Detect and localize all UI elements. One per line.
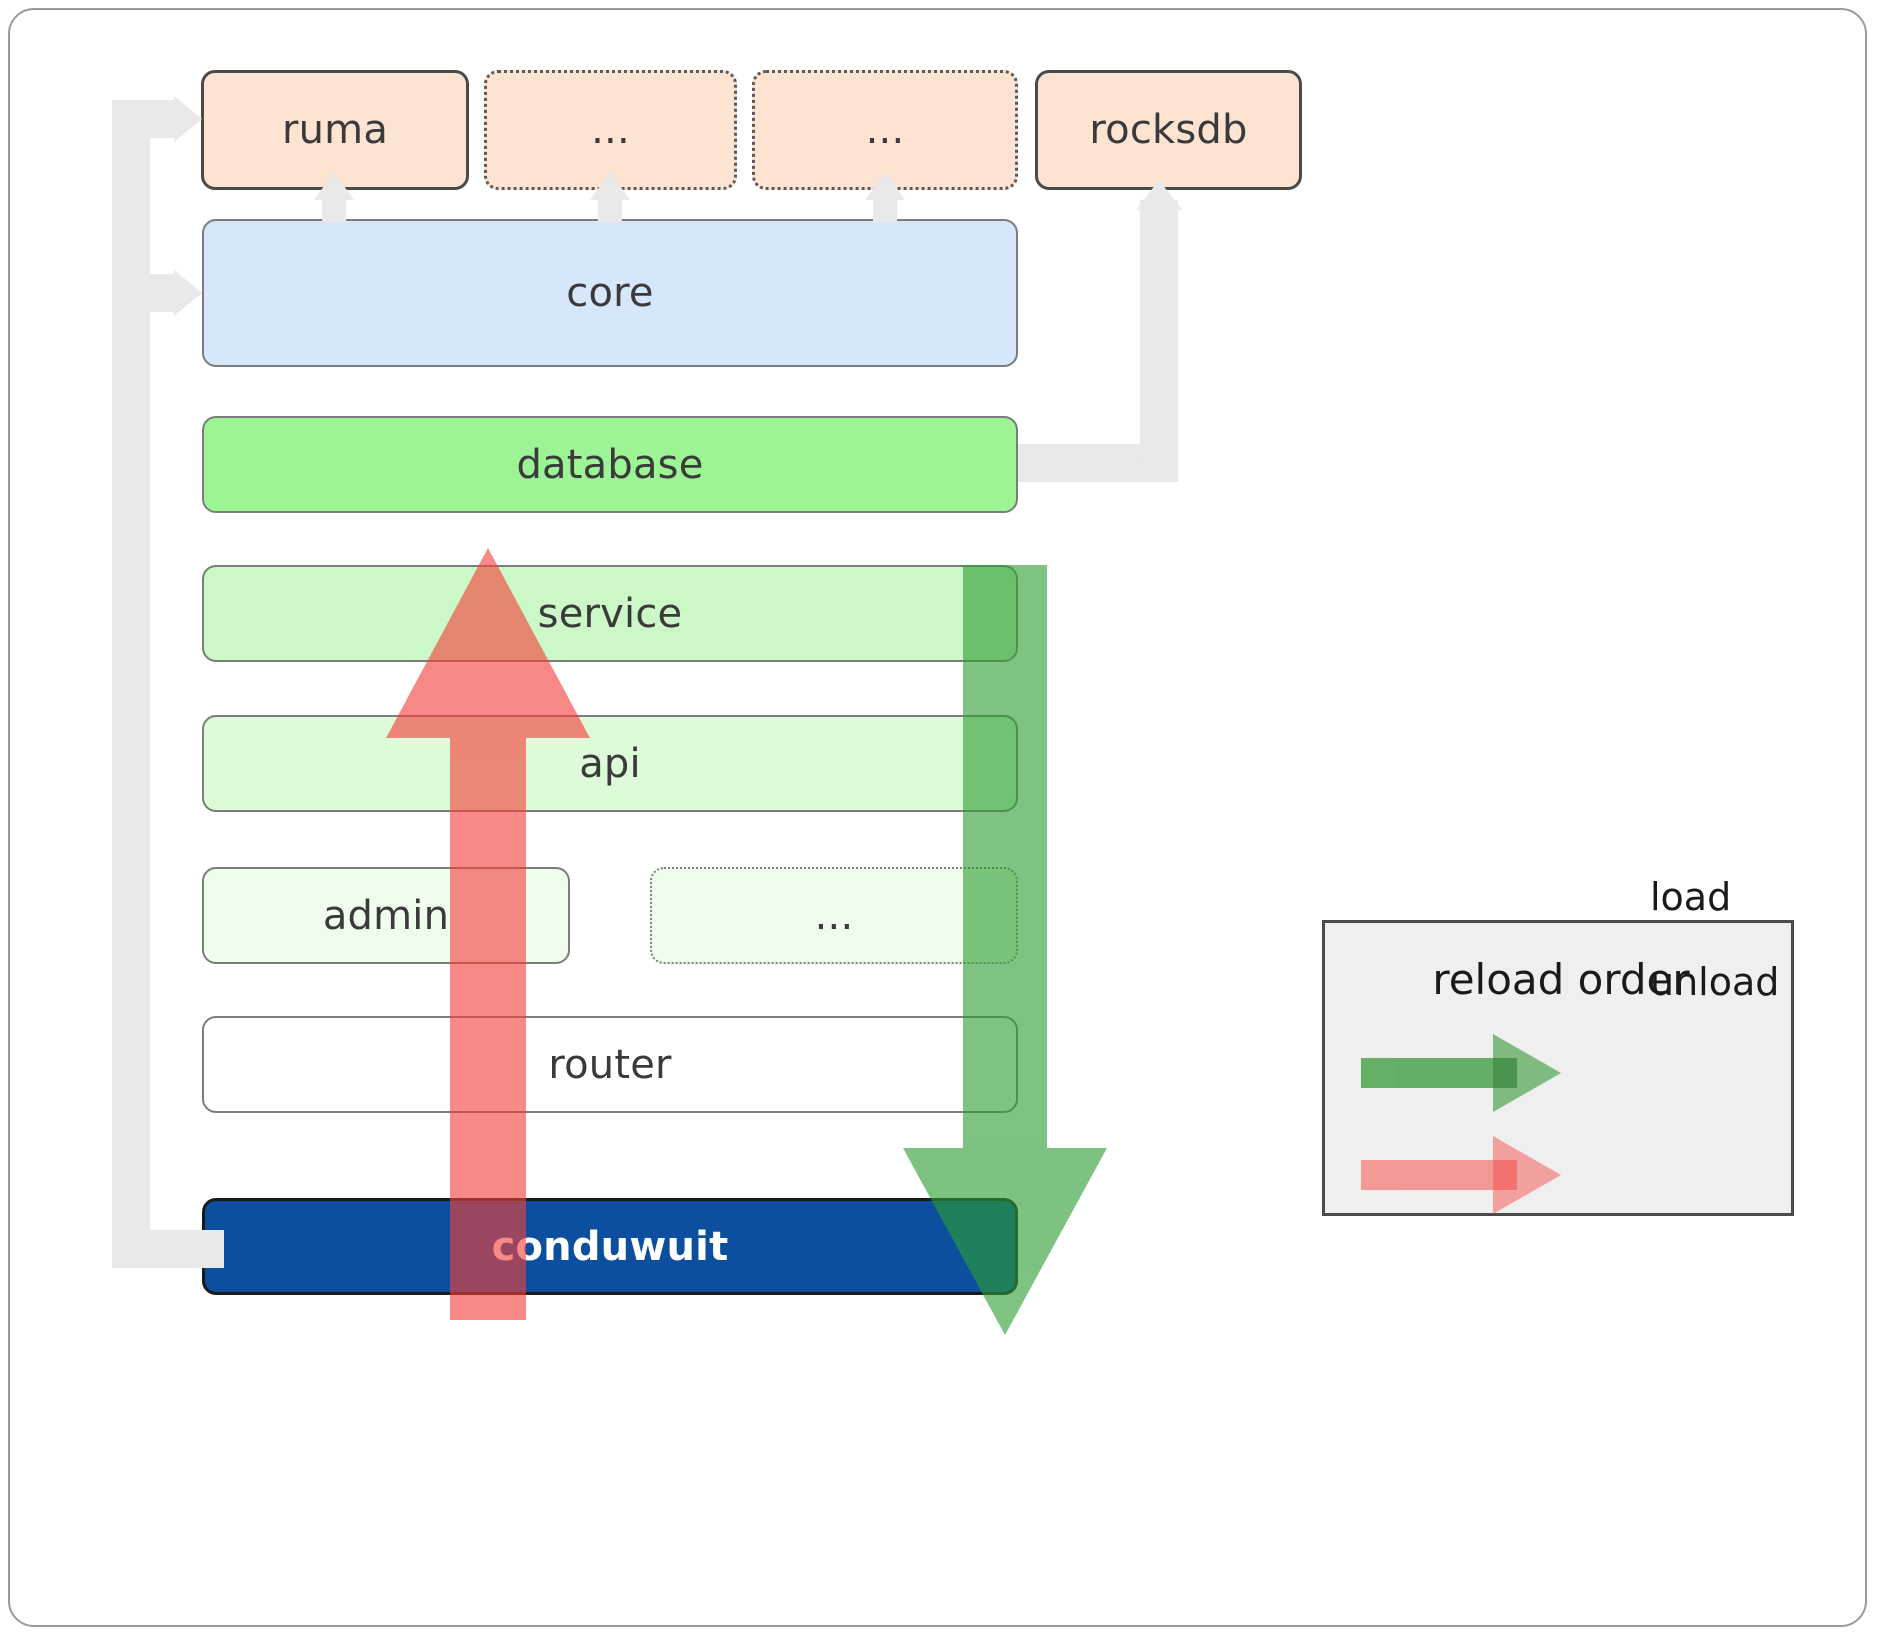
node-api-label: api: [579, 740, 641, 787]
node-conduwuit-label: conduwuit: [491, 1223, 729, 1270]
node-rocksdb[interactable]: rocksdb: [1035, 70, 1302, 190]
node-service[interactable]: service: [202, 565, 1018, 662]
node-admin[interactable]: admin: [202, 867, 570, 964]
node-router[interactable]: router: [202, 1016, 1018, 1113]
legend-title: reload order: [1432, 955, 1690, 1004]
node-stack-placeholder[interactable]: ...: [650, 867, 1018, 964]
node-service-label: service: [537, 590, 683, 637]
node-dependency-placeholder-1-label: ...: [591, 107, 630, 153]
node-database[interactable]: database: [202, 416, 1018, 513]
legend-load-label: load: [1650, 875, 1732, 919]
legend-unload-label: unload: [1650, 960, 1780, 1004]
node-conduwuit[interactable]: conduwuit: [202, 1198, 1018, 1295]
node-ruma[interactable]: ruma: [201, 70, 469, 190]
node-api[interactable]: api: [202, 715, 1018, 812]
node-dependency-placeholder-2[interactable]: ...: [752, 70, 1018, 190]
node-ruma-label: ruma: [281, 107, 389, 153]
node-stack-placeholder-label: ...: [814, 892, 854, 939]
node-database-label: database: [516, 441, 704, 488]
node-router-label: router: [548, 1041, 672, 1088]
node-core-label: core: [566, 270, 654, 316]
node-dependency-placeholder-1[interactable]: ...: [484, 70, 737, 190]
node-rocksdb-label: rocksdb: [1089, 107, 1248, 153]
node-dependency-placeholder-2-label: ...: [865, 107, 905, 153]
node-core[interactable]: core: [202, 219, 1018, 367]
node-admin-label: admin: [322, 892, 450, 939]
